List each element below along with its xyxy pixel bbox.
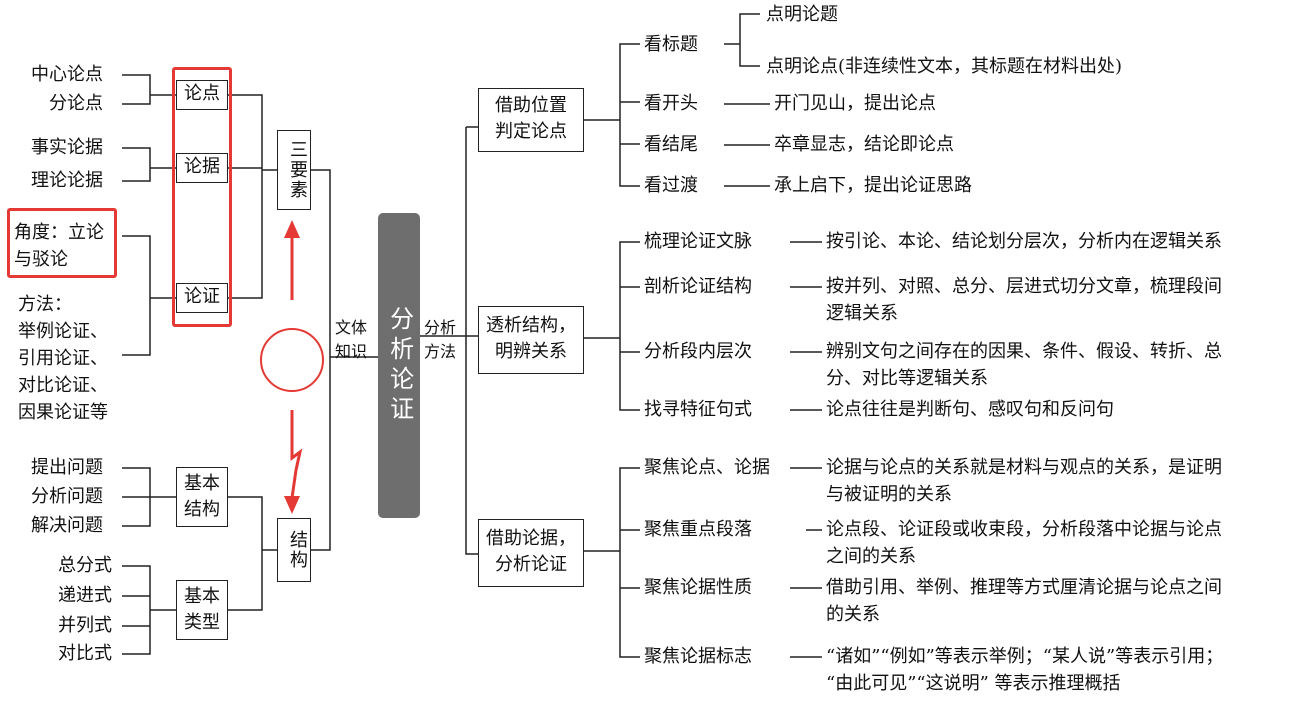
branch-structure-line-1: 透析结构， [486,315,576,336]
branch-evidence-line-1: 借助论据， [486,528,576,549]
desc-feature-sentence: 论点往往是判断句、感叹句和反问句 [826,399,1114,420]
node-evidence: 论据 [176,153,228,183]
desc-focus-point-evidence-1: 论据与论点的关系就是材料与观点的关系，是证明 [826,457,1222,478]
item-method-3: 对比论证、 [18,375,108,396]
key-feature-sentence: 找寻特征句式 [644,399,752,420]
node-argument: 论证 [176,283,228,313]
branch-position-line-1: 借助位置 [495,95,567,116]
blank-circle [260,328,324,392]
item-raise-question: 提出问题 [31,457,103,478]
desc-focus-nature-2: 的关系 [826,604,880,625]
key-sort-context: 梳理论证文脉 [644,231,752,252]
item-parallel: 并列式 [58,615,112,636]
key-title: 看标题 [644,34,698,55]
desc-transition: 承上启下，提出论证思路 [774,175,972,196]
node-point: 论点 [176,80,228,110]
desc-focus-point-evidence-2: 与被证明的关系 [826,484,952,505]
node-basic-structure: 基本结构 [176,467,228,527]
key-analyze-structure: 剖析论证结构 [644,276,752,297]
desc-focus-markers-1: “诸如”“例如”等表示举例；“某人说”等表示引用； [826,646,1224,667]
key-focus-paragraph: 聚焦重点段落 [644,519,752,540]
branch-structure: 透析结构， 明辨关系 [478,306,584,374]
branch-structure-line-2: 明辨关系 [495,341,567,362]
label-analysis-method: 分析方法 [424,318,457,361]
key-transition: 看过渡 [644,175,698,196]
branch-position-line-2: 判定论点 [495,121,567,142]
key-paragraph-levels: 分析段内层次 [644,341,752,362]
item-method-2: 引用论证、 [18,348,108,369]
node-basic-structure-label: 基本结构 [184,473,220,520]
key-focus-markers: 聚焦论据标志 [644,646,752,667]
item-angle-1: 角度：立论 [14,222,104,243]
item-method-0: 方法： [18,294,72,315]
desc-ending: 卒章显志，结论即论点 [774,134,954,155]
branch-evidence-line-2: 分析论证 [495,554,567,575]
branch-evidence: 借助论据， 分析论证 [478,519,584,587]
item-angle-2: 与驳论 [14,249,68,270]
item-center-point: 中心论点 [31,64,103,85]
sub-topic: 点明论题 [766,4,838,25]
item-analyze-question: 分析问题 [31,486,103,507]
branch-position: 借助位置 判定论点 [478,88,584,152]
sub-point: 点明论点(非连续性文本，其标题在材料出处) [766,56,1123,77]
node-structure: 结构 [277,518,311,582]
item-solve-question: 解决问题 [31,515,103,536]
node-three-elements: 三要素 [277,130,311,210]
desc-focus-paragraph-1: 论点段、论证段或收束段，分析段落中论据与论点 [826,519,1222,540]
item-theory-evidence: 理论论据 [31,170,103,191]
item-total-part: 总分式 [58,555,112,576]
desc-analyze-structure-1: 按并列、对照、总分、层进式切分文章，梳理段间 [826,276,1222,297]
item-contrast: 对比式 [58,643,112,664]
item-method-4: 因果论证等 [18,402,108,423]
desc-paragraph-levels-2: 分、对比等逻辑关系 [826,368,988,389]
desc-beginning: 开门见山，提出论点 [774,93,936,114]
desc-paragraph-levels-1: 辨别文句之间存在的因果、条件、假设、转折、总 [826,341,1222,362]
desc-focus-paragraph-2: 之间的关系 [826,546,916,567]
item-fact-evidence: 事实论据 [31,137,103,158]
item-sub-point: 分论点 [49,93,103,114]
center-node: 分析论证 [378,213,420,518]
key-focus-point-evidence: 聚焦论点、论据 [644,457,770,478]
desc-focus-nature-1: 借助引用、举例、推理等方式厘清论据与论点之间 [826,577,1222,598]
key-focus-nature: 聚焦论据性质 [644,577,752,598]
item-method-1: 举例论证、 [18,321,108,342]
key-beginning: 看开头 [644,93,698,114]
highlight-box-angle [7,208,117,278]
highlight-box-elements [172,67,232,327]
node-basic-type-label: 基本类型 [184,586,220,633]
node-basic-type: 基本类型 [176,580,228,640]
label-genre-knowledge: 文体知识 [335,318,368,361]
desc-focus-markers-2: “由此可见”“这说明” 等表示推理概括 [826,673,1121,694]
item-progressive: 递进式 [58,585,112,606]
desc-analyze-structure-2: 逻辑关系 [826,303,898,324]
key-ending: 看结尾 [644,134,698,155]
desc-sort-context: 按引论、本论、结论划分层次，分析内在逻辑关系 [826,231,1222,252]
